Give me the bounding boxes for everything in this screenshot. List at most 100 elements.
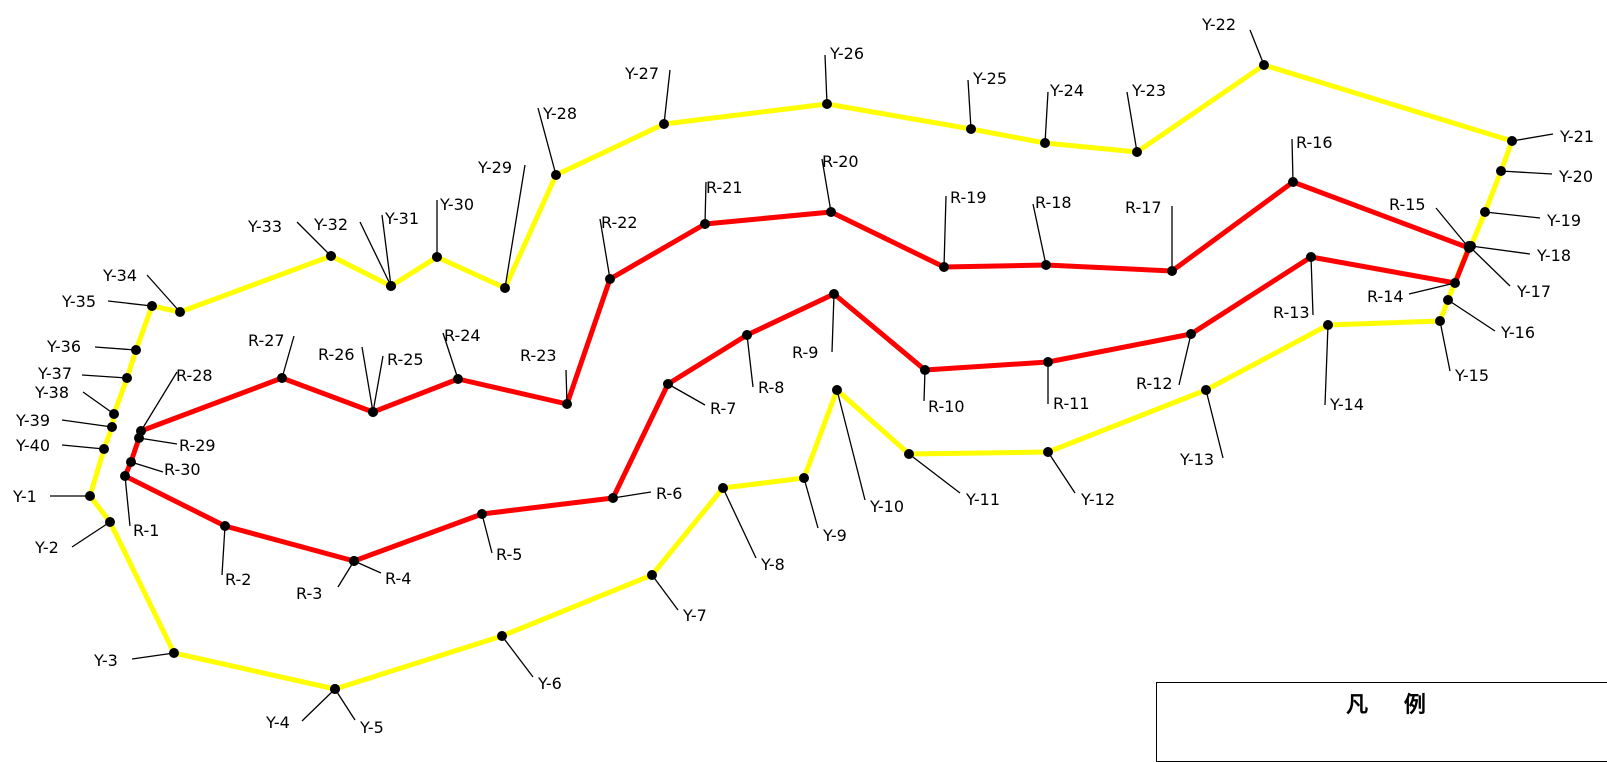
leader-line-y-17 [1468,245,1511,287]
leader-line-r-24 [442,332,459,380]
label-r-8: R-8 [758,378,784,397]
point-y-19 [1480,207,1490,217]
label-y-8: Y-8 [760,555,785,574]
leader-line-r-13 [1310,256,1314,316]
point-r-5 [477,509,487,519]
leader-line-r-12 [1178,333,1192,386]
point-r-22 [605,274,615,284]
leader-line-y-9 [803,477,819,529]
point-r-11 [1043,357,1053,367]
point-y-7 [647,570,657,580]
point-y-22 [1259,60,1269,70]
point-r-20 [826,207,836,217]
label-r-6: R-6 [656,484,682,503]
point-y-29 [500,283,510,293]
point-r-2 [220,521,230,531]
red-route-line [122,179,1472,564]
point-y-16 [1443,295,1453,305]
label-y-13: Y-13 [1179,450,1214,469]
label-y-11: Y-11 [965,490,1000,509]
label-r-20: R-20 [822,152,859,171]
leader-line-r-21 [704,181,707,225]
leader-line-y-34 [146,274,181,313]
leader-line-r-26 [361,346,374,413]
label-y-37: Y-37 [37,364,72,383]
leader-line-y-12 [1047,451,1076,494]
label-y-4: Y-4 [265,713,290,732]
point-y-8 [718,483,728,493]
point-r-12 [1186,329,1196,339]
point-r-17 [1167,266,1177,276]
leader-line-y-25 [967,79,972,130]
leader-line-y-37 [81,374,128,379]
leader-line-y-6 [501,635,534,678]
leader-line-y-39 [61,419,113,428]
point-r-21 [700,219,710,229]
label-y-33: Y-33 [247,217,282,236]
label-r-10: R-10 [928,397,965,416]
label-r-7: R-7 [710,399,736,418]
label-y-35: Y-35 [61,292,96,311]
point-y-34 [175,307,185,317]
leader-line-y-11 [908,453,961,494]
label-y-39: Y-39 [15,411,50,430]
label-y-21: Y-21 [1559,127,1594,146]
point-r-29 [134,433,144,443]
label-y-22: Y-22 [1201,15,1236,34]
label-y-32: Y-32 [313,215,348,234]
label-r-26: R-26 [318,345,355,364]
leader-line-r-5 [481,513,493,554]
point-y-2 [105,517,115,527]
label-y-31: Y-31 [384,209,419,228]
point-r-7 [663,379,673,389]
leader-line-r-23 [565,369,568,405]
point-r-4 [349,556,359,566]
label-y-19: Y-19 [1546,211,1581,230]
leader-line-y-2 [71,521,111,548]
label-y-38: Y-38 [34,383,69,402]
point-r-18 [1041,260,1051,270]
leader-line-y-13 [1205,389,1224,459]
leader-line-y-29 [504,164,526,289]
leader-line-y-36 [94,346,137,351]
point-r-14 [1450,278,1460,288]
label-r-13: R-13 [1273,303,1310,322]
point-y-6 [497,631,507,641]
point-y-25 [966,124,976,134]
point-y-32 [386,281,396,291]
leader-line-r-15 [1435,207,1470,249]
point-r-27 [277,373,287,383]
leader-line-y-20 [1500,170,1553,175]
point-y-21 [1507,136,1517,146]
leader-line-r-18 [1032,203,1047,266]
point-y-3 [169,648,179,658]
label-r-4: R-4 [385,569,411,588]
leader-line-r-10 [923,369,926,402]
point-y-14 [1323,320,1333,330]
leader-line-r-27 [281,335,295,379]
point-r-8 [742,330,752,340]
label-y-24: Y-24 [1049,81,1084,100]
point-y-24 [1040,138,1050,148]
point-y-40 [99,444,109,454]
point-y-9 [799,473,809,483]
leader-line-r-29 [138,437,178,445]
point-y-12 [1043,447,1053,457]
leader-line-y-22 [1249,29,1265,66]
label-r-15: R-15 [1389,195,1426,214]
leader-line-y-7 [651,574,679,611]
leader-line-y-14 [1324,324,1329,406]
leader-line-y-8 [722,487,757,559]
point-y-39 [107,422,117,432]
point-y-10 [832,385,842,395]
leader-line-y-16 [1447,299,1496,332]
point-r-19 [939,262,949,272]
leader-line-r-28 [140,371,178,432]
point-y-27 [659,119,669,129]
label-r-14: R-14 [1367,287,1404,306]
point-y-20 [1496,166,1506,176]
point-y-23 [1132,147,1142,157]
legend-title: 凡 例 [1346,693,1440,718]
label-r-21: R-21 [706,178,743,197]
